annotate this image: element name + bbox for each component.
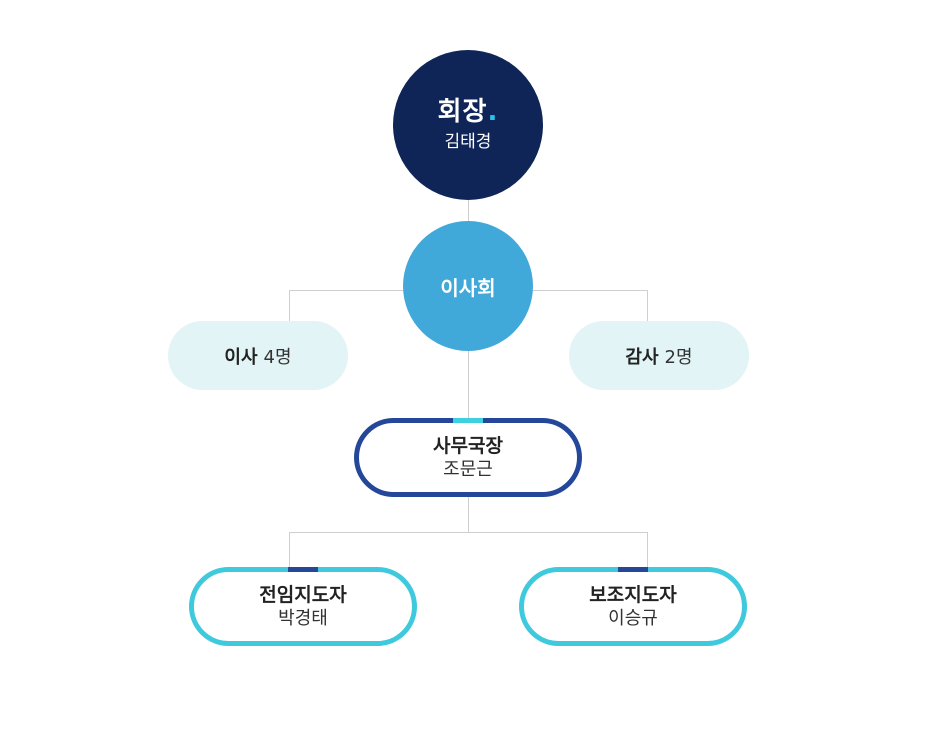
secretary-general-node: 사무국장 조문근 xyxy=(354,418,582,497)
connector-chairman-board xyxy=(468,200,469,221)
full-time-coach-name: 박경태 xyxy=(278,607,328,629)
chairman-title-dot: . xyxy=(487,97,499,127)
full-time-coach-tab xyxy=(288,567,318,572)
connector-secretary-down xyxy=(468,497,469,532)
connector-to-directors xyxy=(289,290,290,321)
directors-role: 이사 xyxy=(224,346,258,368)
chairman-name: 김태경 xyxy=(444,132,492,152)
chairman-node: 회장. 김태경 xyxy=(393,50,543,200)
assistant-coach-name: 이승규 xyxy=(608,607,658,629)
assistant-coach-node: 보조지도자 이승규 xyxy=(519,567,747,646)
assistant-coach-title: 보조지도자 xyxy=(589,583,677,606)
auditors-node: 감사 2명 xyxy=(569,321,749,390)
chairman-title: 회장. xyxy=(438,96,499,128)
connector-to-assistant-coach xyxy=(647,532,648,567)
full-time-coach-title: 전임지도자 xyxy=(259,583,347,606)
connector-to-full-time-coach xyxy=(289,532,290,567)
directors-node: 이사 4명 xyxy=(168,321,348,390)
connector-coaches-horizontal xyxy=(289,532,648,533)
board-title: 이사회 xyxy=(440,275,496,300)
secretary-general-title: 사무국장 xyxy=(433,434,503,457)
secretary-general-name: 조문근 xyxy=(443,458,493,480)
auditors-role: 감사 xyxy=(625,346,659,368)
full-time-coach-node: 전임지도자 박경태 xyxy=(189,567,417,646)
connector-board-secretary xyxy=(468,351,469,418)
connector-to-auditors xyxy=(647,290,648,321)
chairman-title-text: 회장 xyxy=(437,97,488,127)
assistant-coach-tab xyxy=(618,567,648,572)
auditors-count: 2명 xyxy=(664,346,693,368)
board-node: 이사회 xyxy=(403,221,533,351)
secretary-general-tab xyxy=(453,418,483,423)
directors-count: 4명 xyxy=(263,346,292,368)
